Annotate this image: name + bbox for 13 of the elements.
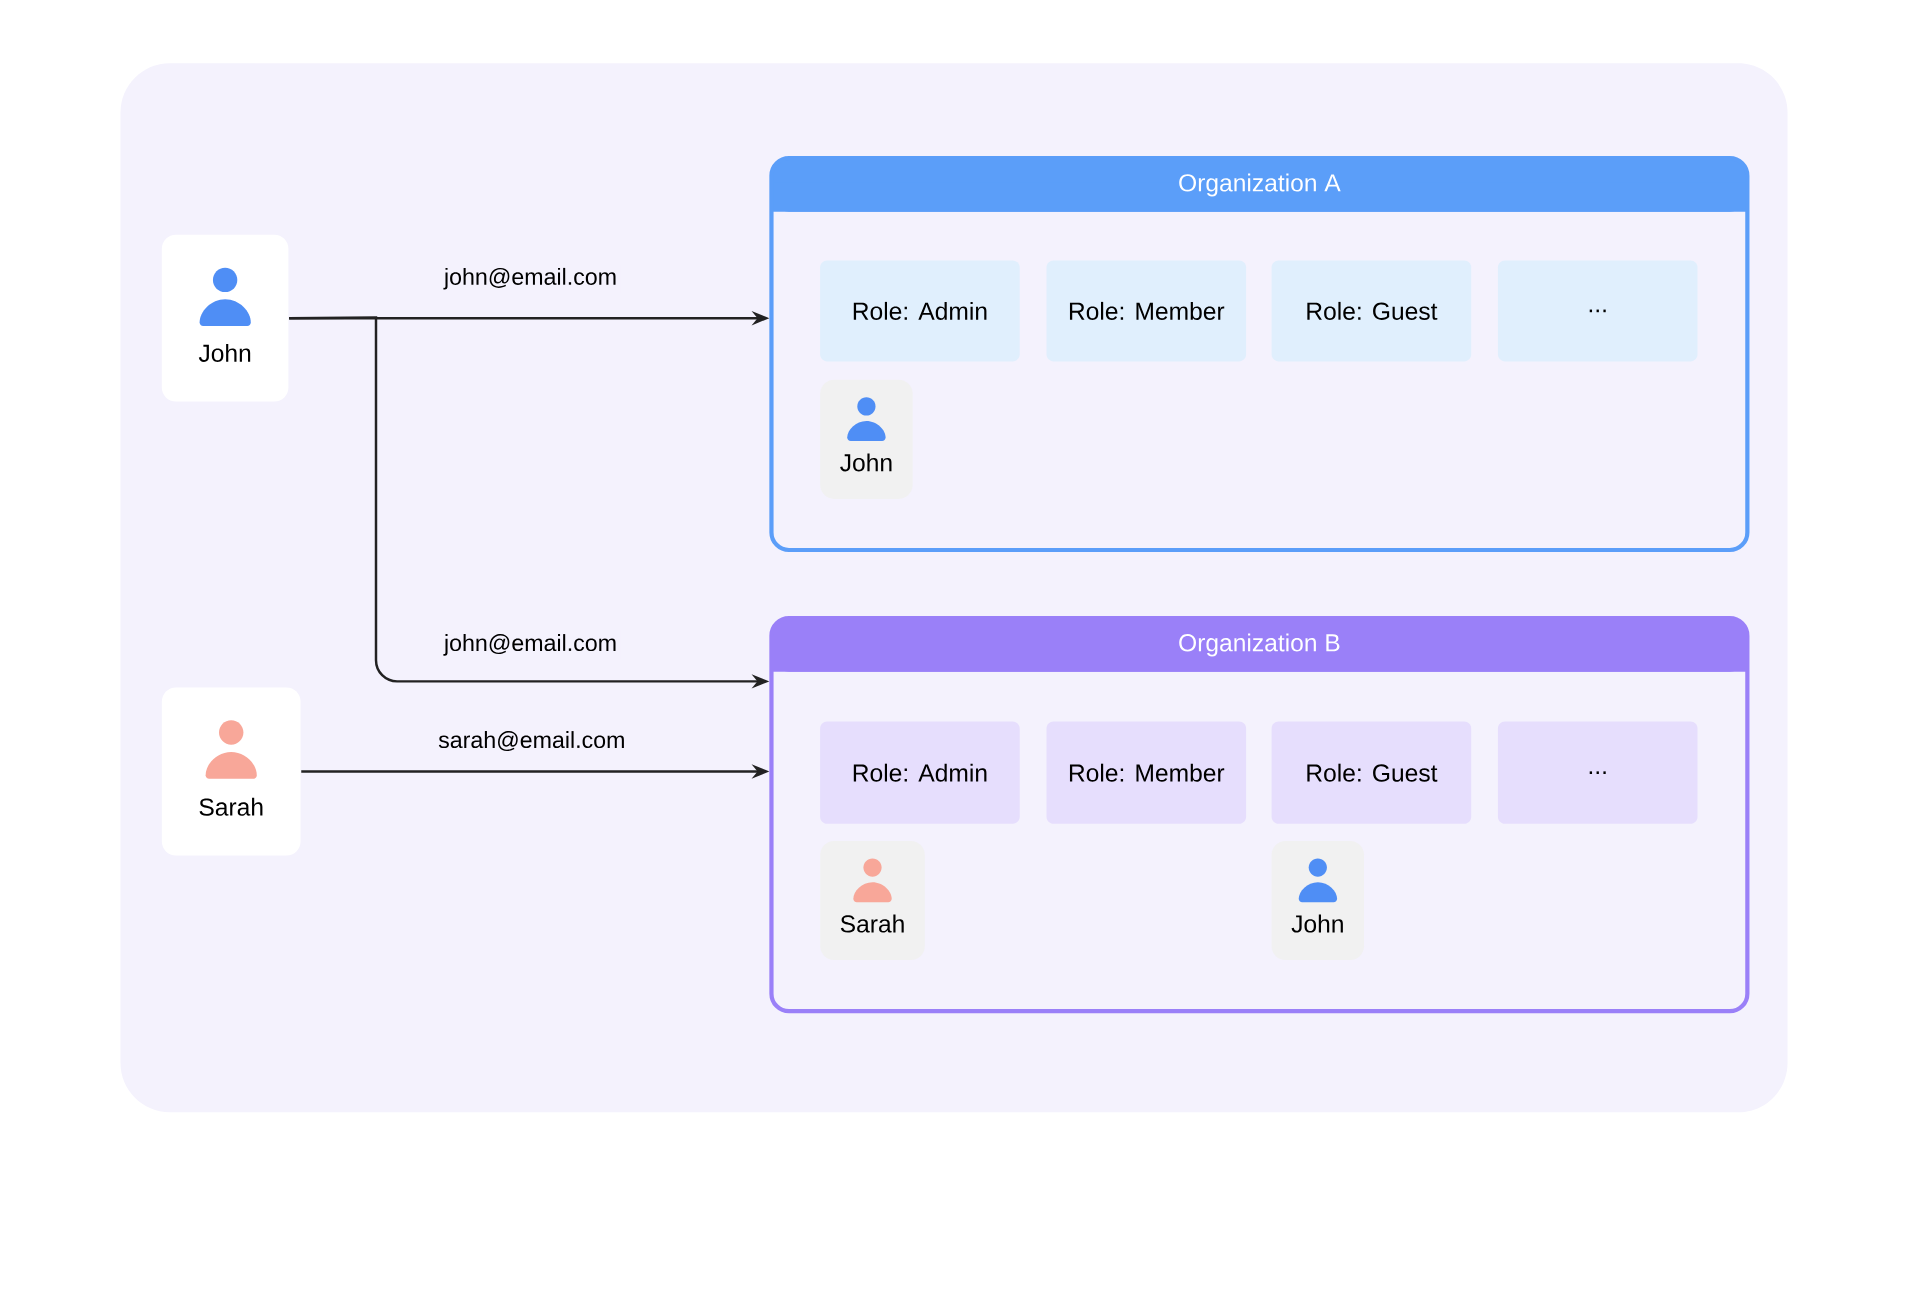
- edge-label: sarah@email.com: [438, 730, 624, 751]
- role-box: Role: Admin: [820, 721, 1020, 824]
- role-box: Role: Guest: [1271, 260, 1472, 362]
- role-box: Role: Admin: [820, 260, 1020, 362]
- role-box: ...: [1497, 260, 1698, 362]
- user-card: Sarah: [161, 687, 301, 856]
- role-box: Role: Member: [1046, 721, 1247, 824]
- role-box: ...: [1497, 721, 1698, 824]
- role-box: Role: Guest: [1271, 721, 1472, 824]
- user-card: Sarah: [820, 840, 925, 960]
- edge-label: john@email.com: [443, 633, 616, 656]
- edge-label: john@email.com: [443, 267, 616, 290]
- role-box: Role: Member: [1046, 260, 1247, 362]
